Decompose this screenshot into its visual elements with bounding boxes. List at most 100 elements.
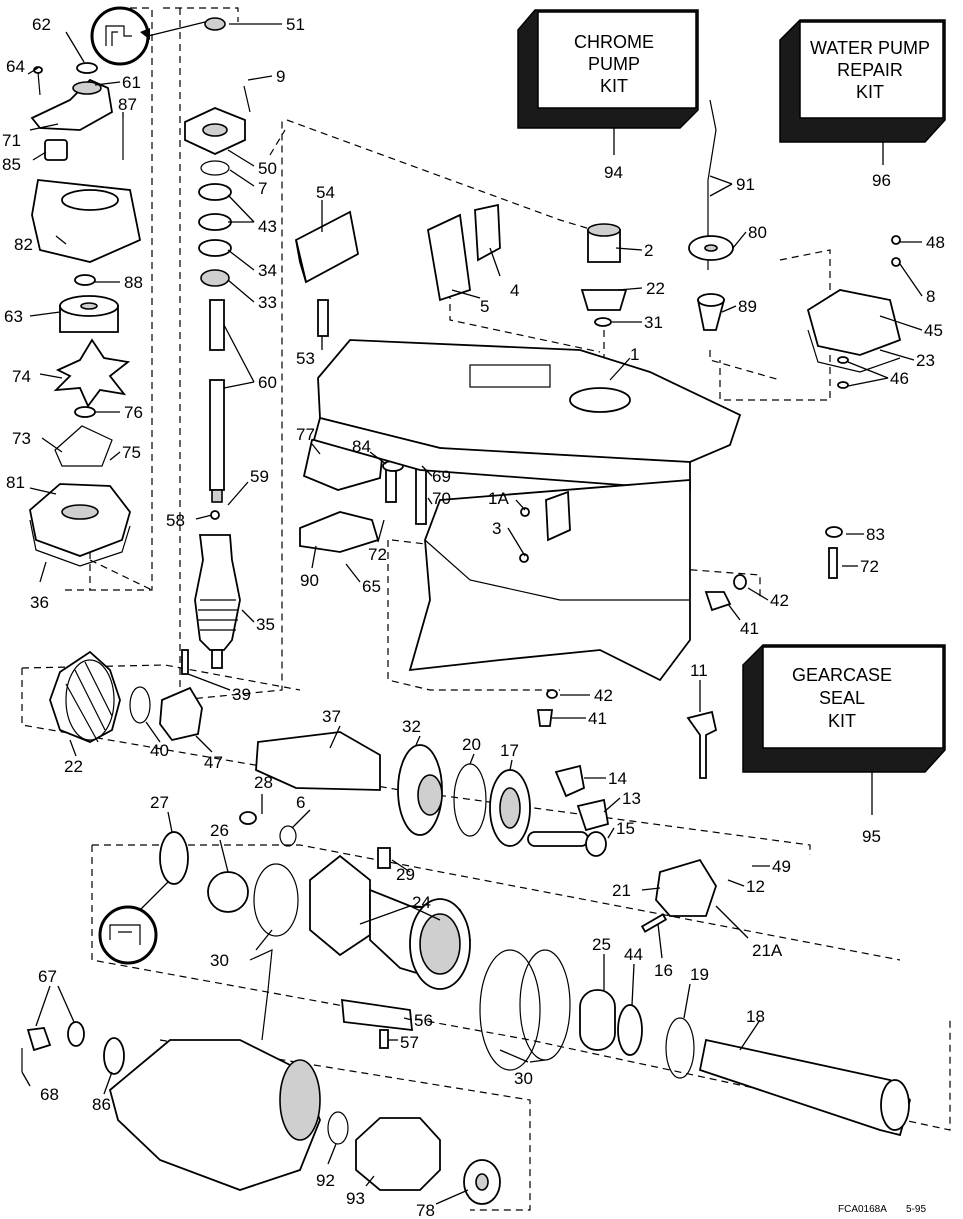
callout-19: 19 (690, 965, 709, 984)
callout-72-left: 72 (368, 545, 387, 564)
callout-9: 9 (276, 67, 285, 86)
callout-58: 58 (166, 511, 185, 530)
gear-and-shaft-parts (49, 650, 912, 1137)
callout-37: 37 (322, 707, 341, 726)
chrome-pump-kit-line-3: KIT (600, 76, 628, 96)
callout-47: 47 (204, 753, 223, 772)
callout-63: 63 (4, 307, 23, 326)
callout-80: 80 (748, 223, 767, 242)
callout-3: 3 (492, 519, 501, 538)
callout-21a: 21A (752, 941, 783, 960)
callout-2: 2 (644, 241, 653, 260)
driveshaft-parts (181, 17, 251, 675)
callout-92: 92 (316, 1171, 335, 1190)
figure-footer: FCA0168A 5-95 (838, 1204, 926, 1215)
gearcase-housing (312, 339, 742, 682)
callout-78: 78 (416, 1201, 435, 1219)
callout-75: 75 (122, 443, 141, 462)
callout-54: 54 (316, 183, 335, 202)
callout-13: 13 (622, 789, 641, 808)
callout-11: 11 (690, 661, 708, 680)
callout-73: 73 (12, 429, 31, 448)
water-pump-repair-kit-line-3: KIT (856, 82, 884, 102)
callout-30-left: 30 (210, 951, 229, 970)
callout-36: 36 (30, 593, 49, 612)
callout-86: 86 (92, 1095, 111, 1114)
gearcase-seal-kit-line-1: GEARCASE (792, 665, 892, 685)
callout-41-upper: 41 (740, 619, 759, 638)
callout-82: 82 (14, 235, 33, 254)
callout-56: 56 (414, 1011, 433, 1030)
callout-42-upper: 42 (770, 591, 789, 610)
callout-70: 70 (432, 489, 451, 508)
callout-95: 95 (862, 827, 881, 846)
callout-90: 90 (300, 571, 319, 590)
callout-25: 25 (592, 935, 611, 954)
water-pump-repair-kit-line-1: WATER PUMP (810, 38, 930, 58)
figure-code: FCA0168A (838, 1204, 887, 1215)
callout-16: 16 (654, 961, 673, 980)
callout-50: 50 (258, 159, 277, 178)
callout-94: 94 (604, 163, 623, 182)
callout-60: 60 (258, 373, 277, 392)
callout-28: 28 (254, 773, 273, 792)
callout-43: 43 (258, 217, 277, 236)
callout-5: 5 (480, 297, 489, 316)
callout-81: 81 (6, 473, 25, 492)
callout-49: 49 (772, 857, 791, 876)
callout-15: 15 (616, 819, 635, 838)
callout-21: 21 (612, 881, 631, 900)
callout-64: 64 (6, 57, 25, 76)
callout-41-lower: 41 (588, 709, 607, 728)
water-pump-parts (29, 62, 142, 567)
sealer-symbol-icon (98, 879, 171, 965)
callout-22-lower: 22 (64, 757, 83, 776)
callout-26: 26 (210, 821, 229, 840)
callout-34: 34 (258, 261, 277, 280)
callout-67: 67 (38, 967, 57, 986)
callout-22-upper: 22 (646, 279, 665, 298)
water-pump-repair-kit-line-2: REPAIR (837, 60, 903, 80)
gearcase-upper-parts (294, 203, 628, 553)
callout-84: 84 (352, 437, 371, 456)
chrome-pump-kit-line-2: PUMP (588, 54, 640, 74)
gearcase-seal-kit-box: GEARCASE SEAL KIT (742, 644, 946, 815)
callout-14: 14 (608, 769, 627, 788)
housing-hardware (519, 490, 843, 779)
callout-20: 20 (462, 735, 481, 754)
callout-88: 88 (124, 273, 143, 292)
callout-6: 6 (296, 793, 305, 812)
lubricant-symbol-icon (90, 6, 206, 66)
callout-76: 76 (124, 403, 143, 422)
callout-69: 69 (432, 467, 451, 486)
callout-91: 91 (736, 175, 755, 194)
callout-42-lower: 42 (594, 686, 613, 705)
figure-date: 5-95 (906, 1204, 926, 1215)
callout-83: 83 (866, 525, 885, 544)
callout-61: 61 (122, 73, 141, 92)
callout-71: 71 (2, 131, 21, 150)
callout-72-right: 72 (860, 557, 879, 576)
gearcase-seal-kit-line-2: SEAL (819, 688, 865, 708)
callout-30-right: 30 (514, 1069, 533, 1088)
callout-59: 59 (250, 467, 269, 486)
callout-44: 44 (624, 945, 643, 964)
callout-4: 4 (510, 281, 519, 300)
callout-17: 17 (500, 741, 519, 760)
callout-68: 68 (40, 1085, 59, 1104)
callout-46: 46 (890, 369, 909, 388)
callout-31: 31 (644, 313, 663, 332)
callout-23: 23 (916, 351, 935, 370)
callout-1: 1 (630, 345, 639, 364)
water-pump-repair-kit-box: WATER PUMP REPAIR KIT (779, 19, 946, 165)
callout-39: 39 (232, 685, 251, 704)
callout-29: 29 (396, 865, 415, 884)
propeller-parts (21, 949, 501, 1205)
callout-32: 32 (402, 717, 421, 736)
callout-57: 57 (400, 1033, 419, 1052)
callout-18: 18 (746, 1007, 765, 1026)
callout-labels: 62 51 64 61 9 87 71 50 85 7 43 54 82 88 … (2, 15, 945, 1219)
callout-87: 87 (118, 95, 137, 114)
callout-35: 35 (256, 615, 275, 634)
